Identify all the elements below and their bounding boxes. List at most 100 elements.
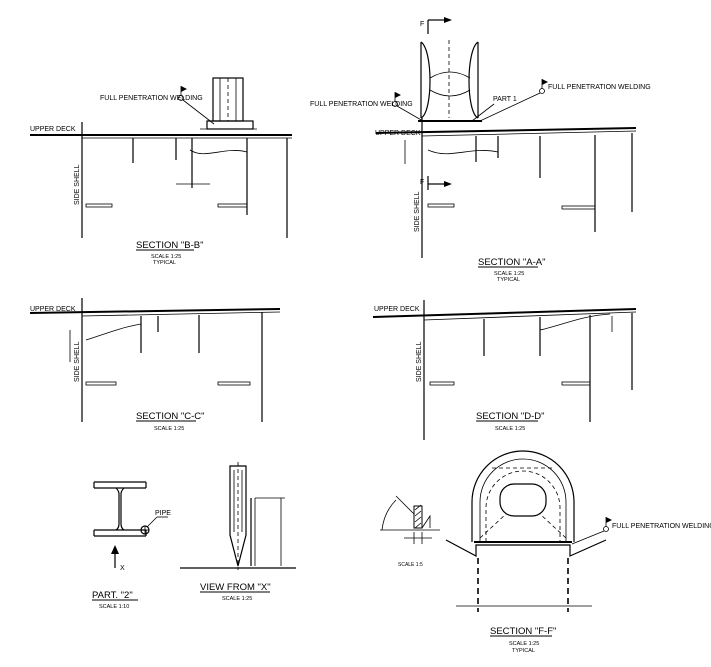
ff-title: SECTION "F-F": [490, 626, 556, 637]
part-2-view: PIPE X PART. "2" SCALE 1:10: [92, 481, 171, 610]
part2-pipe-label: PIPE: [155, 510, 171, 517]
cc-stiffener-right: [217, 381, 251, 386]
aa-section-arrowhead-bottom: [444, 181, 452, 187]
aa-section-arrowhead-top: [444, 17, 452, 23]
detail-hatch-2: [414, 510, 422, 517]
detail-hatch-3: [414, 516, 422, 523]
cc-upper-deck-underside: [81, 311, 281, 317]
aa-title: SECTION "A-A": [478, 257, 545, 268]
aa-fitting-arc-top: [429, 71, 471, 79]
detail-hatch-1: [414, 504, 422, 511]
aa-flag-left: [395, 92, 401, 98]
aa-part1-label: PART 1: [493, 96, 517, 103]
dd-upper-deck-line: [372, 308, 637, 318]
bb-scale: SCALE 1:25: [151, 254, 181, 260]
ff-hidden-arch: [485, 470, 561, 542]
bb-upper-deck-label: UPPER DECK: [30, 126, 76, 133]
aa-section-label-top: F: [420, 21, 424, 28]
bb-stiffener-right: [217, 203, 248, 208]
ff-scale: SCALE 1:25: [509, 641, 539, 647]
detail-scale: SCALE 1:5: [398, 562, 423, 568]
part2-web-right: [120, 487, 125, 531]
detail-angle-line: [395, 495, 415, 515]
part2-view-marker: X: [120, 565, 125, 572]
detail-plate: [413, 505, 423, 529]
vx-stanchion-outline: [229, 465, 247, 567]
ff-brace-right: [539, 513, 567, 539]
ff-deck-outline: [445, 539, 607, 557]
aa-weld-label-left: FULL PENETRATION WELDING: [310, 101, 413, 108]
view-from-x: VIEW FROM "X" SCALE 1:25: [180, 462, 296, 602]
dd-upper-deck-underside: [423, 311, 637, 321]
dd-upper-deck-label: UPPER DECK: [374, 306, 420, 313]
ff-outer-arch-inner: [479, 458, 567, 542]
dd-side-shell-label: SIDE SHELL: [416, 341, 423, 382]
bb-bracket-curve: [189, 149, 248, 155]
aa-section-label-bottom: F: [420, 179, 424, 186]
detail-weld-bevel: [421, 514, 431, 529]
cc-title: SECTION "C-C": [136, 411, 205, 422]
aa-scale: SCALE 1:25: [494, 271, 524, 277]
aa-bracket-curve: [427, 149, 499, 155]
aa-weld-leader-left: [396, 105, 424, 122]
ff-weld-leader: [571, 530, 605, 545]
dd-stiffener-left: [429, 381, 455, 386]
vx-scale: SCALE 1:25: [222, 596, 252, 602]
aa-part1-leader: [471, 103, 495, 122]
aa-upper-deck-label: UPPER DECK: [375, 130, 421, 137]
cc-bracket-curve: [85, 323, 142, 341]
aa-fitting-right-wall: [468, 41, 479, 119]
bb-stiffener-left: [85, 203, 113, 208]
aa-fitting-arc-bottom: [429, 89, 471, 97]
bb-flag: [181, 86, 187, 92]
aa-note: TYPICAL: [497, 277, 520, 283]
ff-flag: [606, 517, 612, 523]
dd-bracket-curve: [539, 313, 611, 331]
section-dd-view: UPPER DECK SIDE SHELL SECTION "D-D" SCAL…: [372, 300, 637, 440]
part2-scale: SCALE 1:10: [99, 604, 129, 610]
detail-hatch-4: [414, 522, 422, 529]
bb-title: SECTION "B-B": [136, 240, 203, 251]
section-cc-view: UPPER DECK SIDE SHELL SECTION "C-C" SCAL…: [29, 298, 281, 432]
ff-brace-left: [479, 513, 507, 539]
cc-upper-deck-line: [29, 308, 281, 314]
weld-flags: [180, 79, 612, 527]
aa-fitting-left-wall: [420, 41, 431, 119]
aa-weld-label-right: FULL PENETRATION WELDING: [548, 84, 651, 91]
cc-side-shell-label: SIDE SHELL: [74, 341, 81, 382]
vx-title: VIEW FROM "X": [200, 582, 271, 593]
aa-stiffener-left: [427, 203, 455, 208]
bb-weld-leader: [182, 99, 215, 125]
aa-upper-deck-line: [375, 127, 637, 134]
ff-weld-symbol: [603, 526, 609, 532]
ff-weld-label: FULL PENETRATION WELDING: [612, 523, 711, 530]
bb-note: TYPICAL: [153, 260, 176, 266]
section-ff-view: FULL PENETRATION WELDING SECTION "F-F" S…: [445, 450, 711, 654]
section-bb-view: FULL PENETRATION WELDING UPPER DECK SIDE…: [30, 77, 292, 266]
section-aa-view: F F FULL PENETRATION WELDING FULL PENETR…: [310, 17, 651, 283]
bb-weld-label: FULL PENETRATION WELDING: [100, 95, 203, 102]
part2-view-arrowhead: [111, 545, 119, 554]
aa-weld-symbol-right: [539, 88, 545, 94]
cc-stiffener-left: [85, 381, 117, 386]
aa-upper-deck-underside: [421, 130, 637, 137]
dd-stiffener-right: [561, 381, 591, 386]
aa-weld-leader-right: [479, 92, 541, 122]
part2-web-left: [115, 487, 120, 531]
bb-side-shell-label: SIDE SHELL: [74, 164, 81, 205]
aa-flag-right: [542, 79, 548, 85]
ff-outer-arch: [471, 450, 575, 542]
ff-note: TYPICAL: [512, 648, 535, 654]
bb-fitting-base: [206, 120, 254, 130]
dd-title: SECTION "D-D": [476, 411, 545, 422]
cc-scale: SCALE 1:25: [154, 426, 184, 432]
part2-pipe-leader: [146, 516, 158, 528]
aa-side-shell-label: SIDE SHELL: [414, 191, 421, 232]
ff-opening: [499, 483, 547, 517]
detail-angle-arc: [381, 499, 397, 531]
cc-upper-deck-label: UPPER DECK: [30, 306, 76, 313]
aa-stiffener-right: [561, 205, 596, 210]
dd-scale: SCALE 1:25: [495, 426, 525, 432]
